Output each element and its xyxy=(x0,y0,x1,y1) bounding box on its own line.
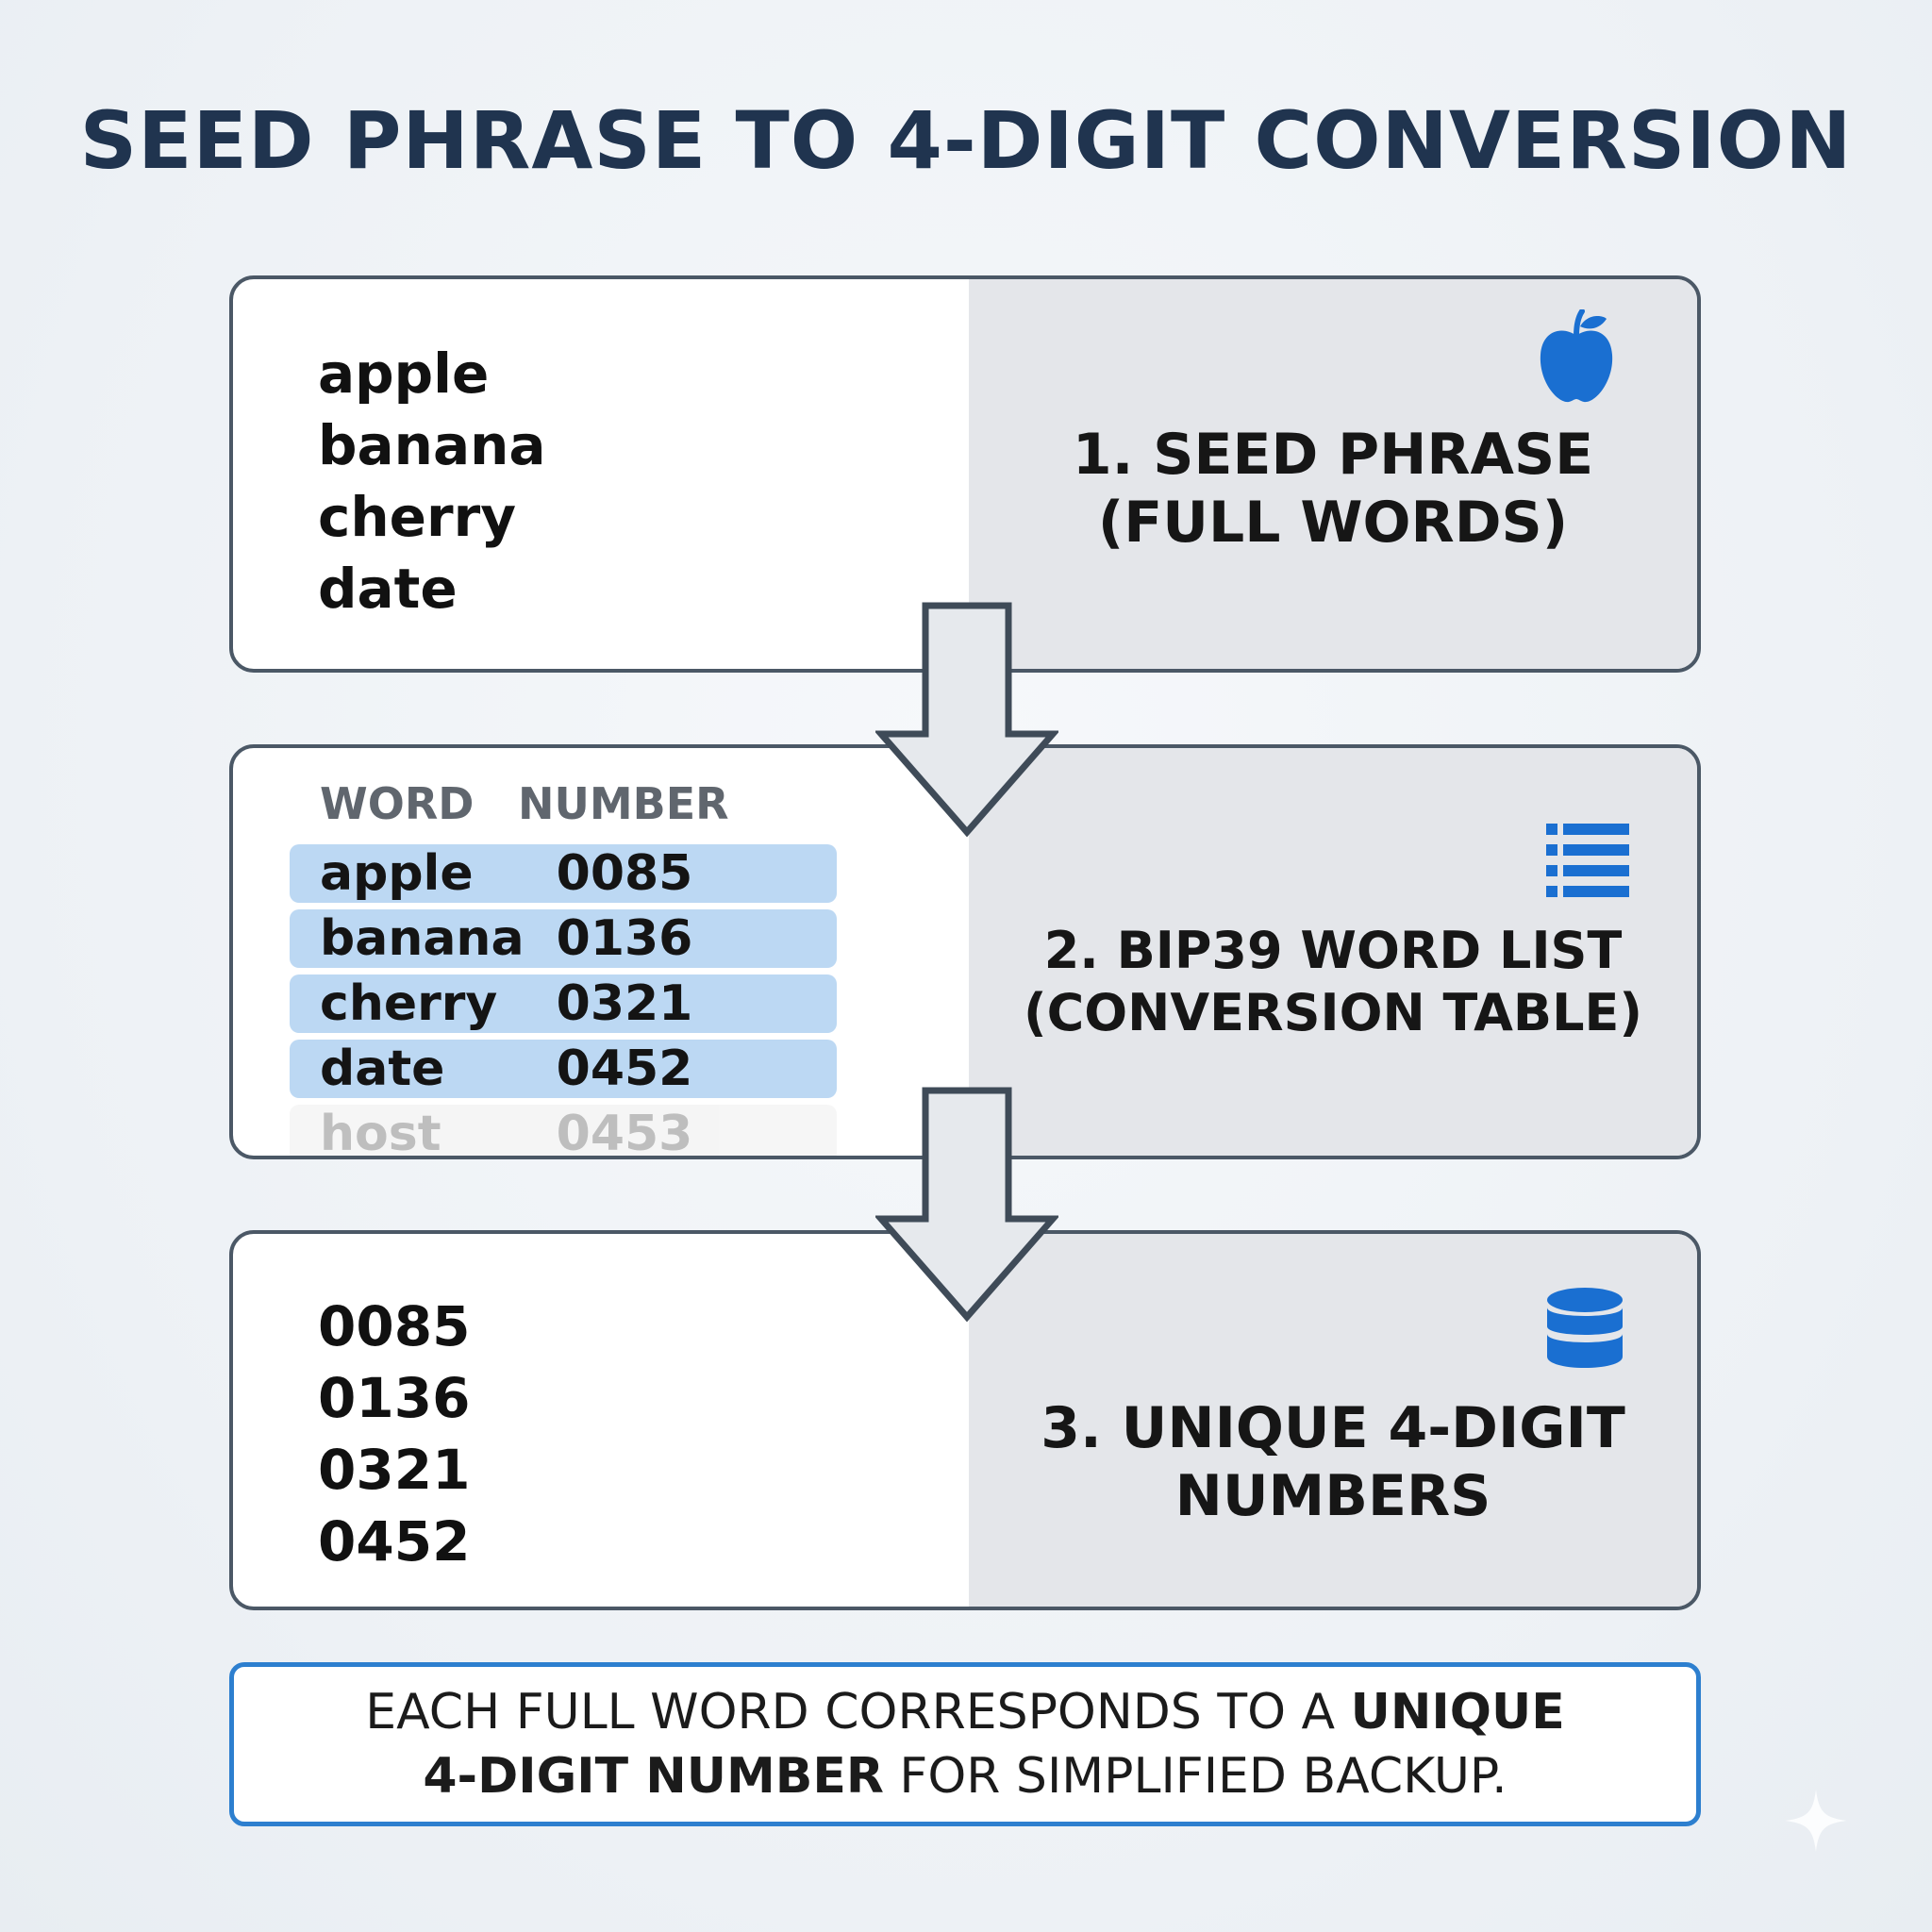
summary-note: EACH FULL WORD CORRESPONDS TO A UNIQUE 4… xyxy=(229,1662,1701,1826)
unique-number: 0452 xyxy=(318,1509,471,1574)
down-arrow-icon xyxy=(875,1087,1058,1323)
table-cell-number: 0452 xyxy=(556,1041,693,1097)
table-row: date 0452 xyxy=(290,1040,837,1098)
unique-number: 0321 xyxy=(318,1438,471,1502)
seed-phrase-label-panel: 1. SEED PHRASE (FULL WORDS) xyxy=(969,279,1697,669)
step-1-label-line2: (FULL WORDS) xyxy=(1097,490,1569,556)
database-icon xyxy=(1547,1288,1623,1368)
table-row-faded: host 0453 xyxy=(290,1105,837,1159)
table-cell-word: banana xyxy=(320,910,525,967)
table-cell-word: date xyxy=(320,1041,445,1097)
column-header-word: WORD xyxy=(320,778,475,829)
seed-word: apple xyxy=(318,341,490,406)
conversion-table: WORD NUMBER apple 0085 banana 0136 cherr… xyxy=(290,778,837,1159)
table-cell-word: host xyxy=(320,1106,441,1159)
table-cell-number: 0085 xyxy=(556,845,693,902)
summary-text: EACH FULL WORD CORRESPONDS TO A xyxy=(365,1684,1351,1740)
step-3-label: 3. UNIQUE 4-DIGIT NUMBERS xyxy=(969,1394,1697,1530)
unique-number: 0085 xyxy=(318,1294,471,1358)
table-cell-number: 0453 xyxy=(556,1106,693,1159)
seed-word: banana xyxy=(318,413,546,477)
number-list: 0085 0136 0321 0452 xyxy=(318,1291,470,1577)
seed-word: cherry xyxy=(318,485,517,549)
apple-icon xyxy=(1540,309,1613,403)
table-row: banana 0136 xyxy=(290,909,837,968)
down-arrow-icon xyxy=(875,602,1058,838)
summary-note-line2: 4-DIGIT NUMBER FOR SIMPLIFIED BACKUP. xyxy=(234,1744,1696,1808)
table-cell-word: cherry xyxy=(320,975,498,1032)
step-2-label-line2: (CONVERSION TABLE) xyxy=(1023,983,1643,1042)
table-cell-number: 0136 xyxy=(556,910,693,967)
step-3-label-line1: 3. UNIQUE 4-DIGIT xyxy=(1041,1395,1625,1461)
table-row: cherry 0321 xyxy=(290,974,837,1033)
table-header: WORD NUMBER xyxy=(290,778,837,844)
unique-number: 0136 xyxy=(318,1366,471,1430)
step-1-label: 1. SEED PHRASE (FULL WORDS) xyxy=(969,421,1697,557)
summary-note-line1: EACH FULL WORD CORRESPONDS TO A UNIQUE xyxy=(234,1680,1696,1744)
summary-text: FOR SIMPLIFIED BACKUP. xyxy=(883,1748,1507,1805)
step-1-label-line1: 1. SEED PHRASE xyxy=(1072,422,1594,488)
summary-emphasis: 4-DIGIT NUMBER xyxy=(423,1748,884,1805)
sparkle-icon xyxy=(1785,1790,1847,1852)
column-header-number: NUMBER xyxy=(518,778,729,829)
table-cell-word: apple xyxy=(320,845,474,902)
step-3-label-line2: NUMBERS xyxy=(1174,1463,1491,1529)
page-title: SEED PHRASE TO 4-DIGIT CONVERSION xyxy=(79,94,1853,187)
summary-emphasis: UNIQUE xyxy=(1350,1684,1565,1740)
list-icon xyxy=(1546,824,1629,897)
table-row: apple 0085 xyxy=(290,844,837,903)
seed-phrase-card: apple banana cherry date 1. SEED PHRASE … xyxy=(229,275,1701,673)
seed-word: date xyxy=(318,557,458,621)
seed-word-list: apple banana cherry date xyxy=(318,338,546,625)
step-2-label: 2. BIP39 WORD LIST (CONVERSION TABLE) xyxy=(969,920,1697,1044)
conversion-table-label-panel: 2. BIP39 WORD LIST (CONVERSION TABLE) xyxy=(969,748,1697,1156)
step-2-label-line1: 2. BIP39 WORD LIST xyxy=(1043,921,1623,980)
unique-numbers-label-panel: 3. UNIQUE 4-DIGIT NUMBERS xyxy=(969,1234,1697,1607)
table-cell-number: 0321 xyxy=(556,975,693,1032)
